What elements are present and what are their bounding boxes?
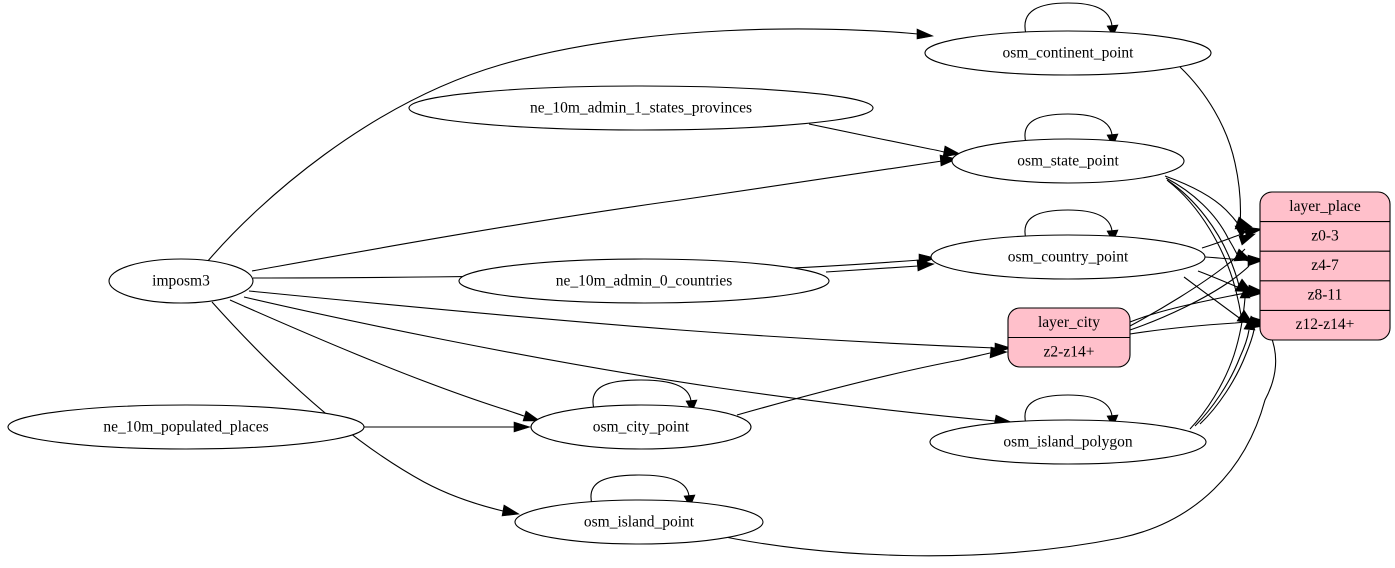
arrowhead-icon (1243, 316, 1256, 331)
edge-osm_city_point-to-layer_city (736, 352, 991, 416)
arrowhead-icon (1249, 286, 1268, 298)
node-shape-osm_state_point[interactable] (951, 138, 1185, 184)
arrowhead-icon (522, 410, 541, 422)
edge-imposm3-to-layer_city (248, 290, 996, 349)
node-osm_country_point[interactable]: osm_country_point (930, 234, 1206, 280)
arrowhead-icon (916, 28, 935, 40)
self-loop-osm_island_polygon (1024, 394, 1113, 425)
node-shape-imposm3[interactable] (108, 258, 254, 304)
arrowhead-icon (513, 421, 532, 433)
edge-ne_10m_admin_1_states_provinces-to-osm_state_point (808, 123, 945, 153)
arrowhead-icon (1106, 24, 1119, 37)
edge-osm_island_point-to-layer_place-z12 (710, 333, 1277, 557)
edge-layer_city-to-layer_place-z12 (1129, 321, 1253, 335)
edge-ne_10m_admin_0_countries-to-osm_country_point (825, 265, 919, 273)
record-node-layer_place[interactable]: layer_place z0-3 z4-7 z8-11 z12-z14+ (1259, 191, 1391, 341)
edge-osm_state_point-to-layer_place-z0-3 (1164, 175, 1240, 226)
edge-layer_city-to-layer_place-z8-11 (1129, 291, 1252, 323)
node-osm_island_point[interactable]: osm_island_point (514, 499, 764, 545)
arrowhead-icon (1247, 254, 1265, 267)
node-osm_city_point[interactable]: osm_city_point (530, 404, 752, 450)
arrowhead-icon (916, 259, 935, 272)
edge-osm_country_point-to-layer_place-z4-7 (1204, 256, 1249, 262)
node-ne_10m_admin_1_states_provinces[interactable]: ne_10m_admin_1_states_provinces (408, 85, 874, 131)
edge-layer (206, 2, 1277, 557)
edge-imposm3-to-osm_state_point (251, 160, 943, 272)
self-loop-osm_continent_point (1024, 2, 1113, 35)
node-shape-osm_island_polygon[interactable] (929, 419, 1207, 465)
edge-osm_country_point-to-layer_place-z0-3 (1201, 231, 1247, 249)
node-shape-ne_10m_admin_1_states_provinces[interactable] (408, 85, 874, 131)
edge-osm_island_polygon-to-layer_place-z12 (1194, 329, 1250, 427)
record-shape-layer_place[interactable] (1259, 191, 1391, 341)
arrowhead-icon (942, 145, 961, 158)
edge-layer_city-z0-3-alt (1129, 265, 1250, 331)
arrowhead-icon (989, 346, 1008, 359)
node-shape-osm_island_point[interactable] (514, 499, 764, 545)
self-loop-osm_country_point (1024, 209, 1113, 240)
arrowhead-icon (1238, 233, 1256, 246)
arrowhead-icon (685, 399, 698, 413)
node-imposm3[interactable]: imposm3 (108, 258, 254, 304)
arrowhead-icon (1239, 285, 1251, 299)
edge-imposm3-to-osm_city_point (229, 299, 525, 417)
arrowhead-icon (939, 154, 958, 167)
self-loop-osm_city_point (592, 379, 692, 410)
edge-osm_continent_point-to-layer_place-z0-3 (1179, 66, 1242, 227)
node-osm_continent_point[interactable]: osm_continent_point (924, 30, 1212, 76)
node-osm_island_polygon[interactable]: osm_island_polygon (929, 419, 1207, 465)
self-loop-osm_island_point (590, 474, 690, 505)
node-shape-osm_continent_point[interactable] (924, 30, 1212, 76)
node-osm_state_point[interactable]: osm_state_point (951, 138, 1185, 184)
node-shape-ne_10m_populated_places[interactable] (7, 404, 365, 450)
node-ne_10m_populated_places[interactable]: ne_10m_populated_places (7, 404, 365, 450)
record-node-layer_city[interactable]: layer_city z2-z14+ (1007, 307, 1131, 368)
edge-osm_state_point-to-layer_place-z12 (1167, 180, 1243, 322)
node-ne_10m_admin_0_countries[interactable]: ne_10m_admin_0_countries (458, 258, 830, 304)
node-shape-osm_country_point[interactable] (930, 234, 1206, 280)
node-layer: imposm3 ne_10m_populated_places ne_10m_a… (7, 30, 1212, 545)
edge-osm_island_polygon-to-layer_place-z8-11 (1189, 297, 1246, 430)
node-shape-osm_city_point[interactable] (530, 404, 752, 450)
node-shape-ne_10m_admin_0_countries[interactable] (458, 258, 830, 304)
edge-osm_state_point-to-layer_place-z4-7 (1165, 177, 1240, 259)
arrowhead-icon (501, 504, 520, 517)
edge-imposm3-to-osm_island_polygon (243, 296, 996, 422)
self-loop-osm_state_point (1024, 113, 1113, 144)
edge-imposm3-to-osm_island_point (211, 301, 504, 512)
edge-osm_state_point-to-layer_place-z8-11 (1166, 179, 1241, 291)
edge-osm_island_polygon-to-layer_place-z12-b (1199, 329, 1255, 425)
edge-imposm3-to-osm_continent_point (206, 28, 919, 263)
arrowhead-icon (1234, 216, 1253, 230)
edge-layer_city-to-layer_place-z0-3 (1129, 248, 1246, 327)
